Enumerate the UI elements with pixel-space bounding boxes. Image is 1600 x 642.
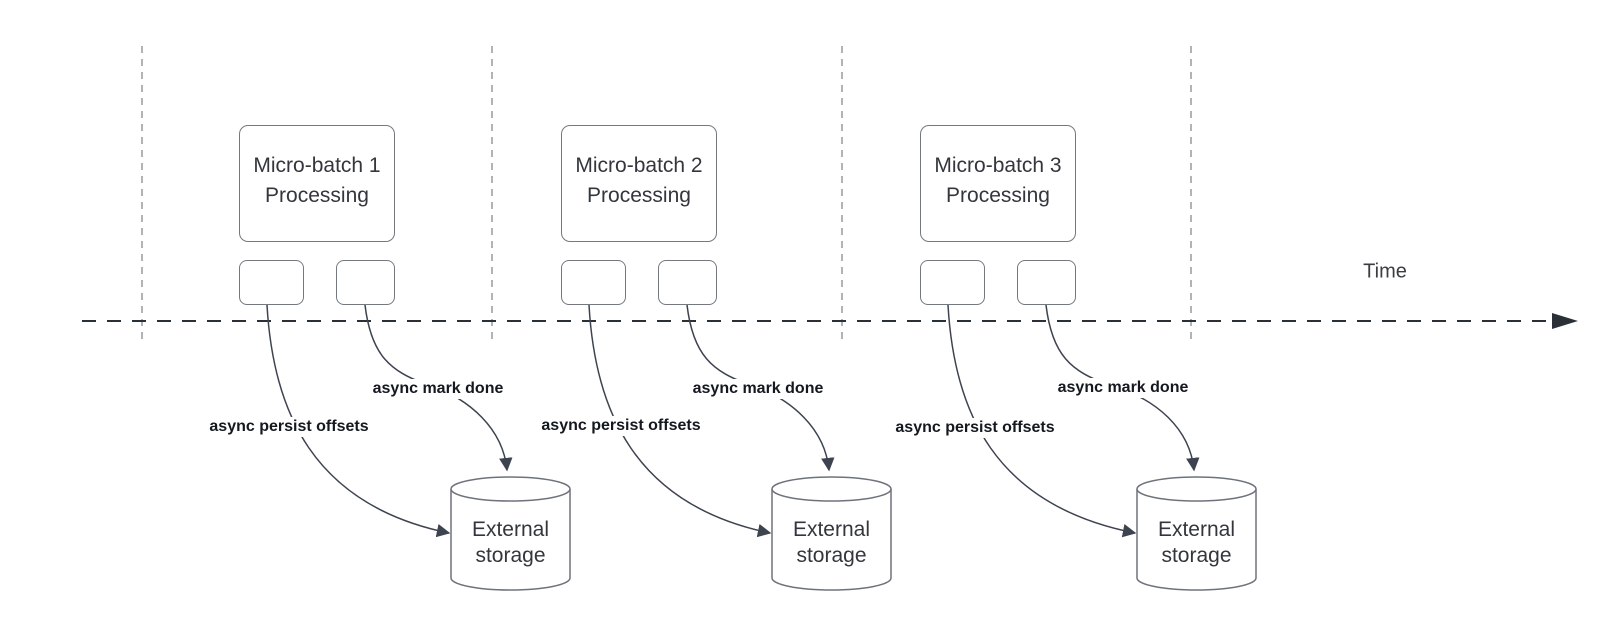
done-task-box-2 <box>658 260 717 305</box>
persist-offsets-label-3: async persist offsets <box>892 418 1058 438</box>
micro-batch-box-1: Micro-batch 1 Processing <box>239 125 395 242</box>
time-label: Time <box>1363 260 1407 283</box>
persist-offsets-arrow-3 <box>947 304 1137 538</box>
external-storage-cylinder-2 <box>771 476 892 591</box>
external-storage-label-2: External storage <box>792 518 871 567</box>
offsets-task-box-3 <box>920 260 985 305</box>
micro-batch-box-2: Micro-batch 2 Processing <box>561 125 717 242</box>
micro-batch-box-3: Micro-batch 3 Processing <box>920 125 1076 242</box>
mark-done-label-2: async mark done <box>689 379 827 399</box>
persist-offsets-label-1: async persist offsets <box>206 417 372 437</box>
external-storage-cylinder-3 <box>1136 476 1257 591</box>
external-storage-cylinder-1 <box>450 476 571 591</box>
done-task-box-1 <box>336 260 395 305</box>
mark-done-label-1: async mark done <box>369 379 507 399</box>
persist-offsets-arrow-2 <box>588 304 772 538</box>
external-storage-label-3: External storage <box>1157 518 1236 567</box>
offsets-task-box-1 <box>239 260 304 305</box>
external-storage-label-1: External storage <box>471 518 550 567</box>
mark-done-label-3: async mark done <box>1054 378 1192 398</box>
offsets-task-box-2 <box>561 260 626 305</box>
persist-offsets-label-2: async persist offsets <box>538 416 704 436</box>
done-task-box-3 <box>1017 260 1076 305</box>
persist-offsets-arrow-1 <box>266 304 451 538</box>
time-axis-arrowhead <box>1552 313 1578 329</box>
